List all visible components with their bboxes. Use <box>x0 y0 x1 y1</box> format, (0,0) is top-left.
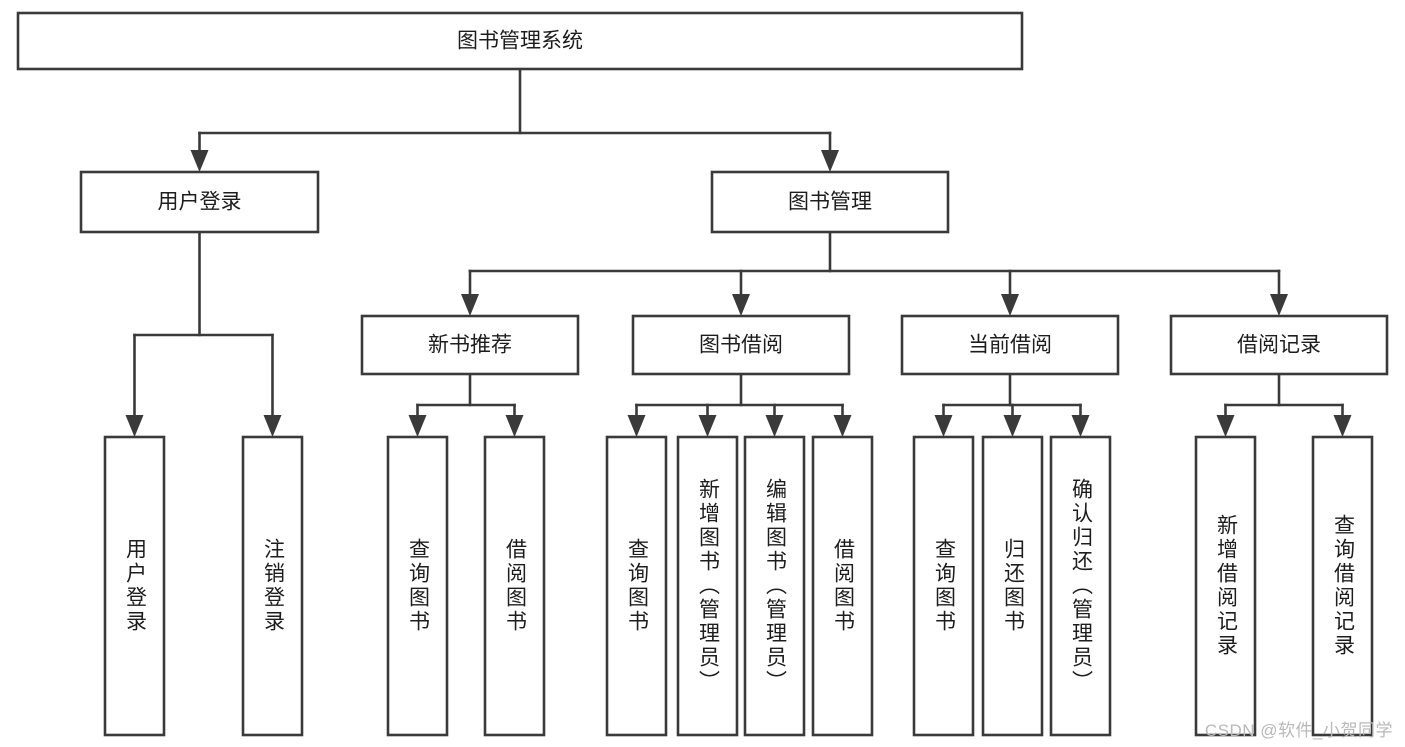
node-box-edit-book-admin[interactable] <box>743 435 806 737</box>
node-box-add-book-admin[interactable] <box>676 435 739 737</box>
node-label-borrow-record: 借阅记录 <box>1237 334 1321 357</box>
node-box-book-manage[interactable] <box>710 170 950 234</box>
node-box-new-book-recommend[interactable] <box>360 314 580 376</box>
node-box-confirm-return-admin[interactable] <box>1049 435 1112 737</box>
arrow-head-icon <box>698 415 717 437</box>
node-box-query-book-3[interactable] <box>912 435 975 737</box>
arrow-head-icon <box>833 415 852 437</box>
node-box-user-login[interactable] <box>79 170 320 234</box>
node-label-root: 图书管理系统 <box>457 30 583 53</box>
arrow-head-icon <box>1270 294 1288 316</box>
node-box-current-borrow[interactable] <box>900 314 1120 376</box>
node-box-query-book-2[interactable] <box>605 435 668 737</box>
arrow-head-icon <box>408 415 427 437</box>
node-box-borrow-record[interactable] <box>1169 314 1389 376</box>
node-box-add-borrow-record[interactable] <box>1194 435 1257 737</box>
arrow-head-icon <box>1071 415 1090 437</box>
node-box-return-book[interactable] <box>981 435 1044 737</box>
arrow-head-icon <box>627 415 646 437</box>
node-label-new-book-recommend: 新书推荐 <box>428 334 512 357</box>
boxes-layer <box>16 11 1389 737</box>
node-label-book-borrow: 图书借阅 <box>699 334 783 357</box>
node-box-query-book-1[interactable] <box>386 435 449 737</box>
node-label-user-login: 用户登录 <box>158 191 242 214</box>
arrow-head-icon <box>821 150 839 172</box>
arrow-head-icon <box>1001 294 1019 316</box>
arrow-head-icon <box>125 415 144 437</box>
arrow-head-icon <box>732 294 750 316</box>
node-box-user-logout[interactable] <box>241 435 304 737</box>
arrow-head-icon <box>263 415 282 437</box>
node-box-root[interactable] <box>16 11 1024 71</box>
arrow-head-icon <box>505 415 524 437</box>
node-box-query-borrow-record[interactable] <box>1311 435 1374 737</box>
arrow-head-icon <box>1003 415 1022 437</box>
arrow-head-icon <box>765 415 784 437</box>
arrow-head-icon <box>934 415 953 437</box>
arrow-head-icon <box>1333 415 1352 437</box>
connectors-layer <box>125 67 1352 437</box>
node-label-current-borrow: 当前借阅 <box>968 334 1052 357</box>
node-box-borrow-book-1[interactable] <box>483 435 546 737</box>
arrow-head-icon <box>461 294 479 316</box>
watermark-text: CSDN @软件_小贺同学 <box>1204 721 1393 740</box>
node-label-book-manage: 图书管理 <box>788 191 872 214</box>
node-box-user-login-do[interactable] <box>103 435 166 737</box>
node-box-book-borrow[interactable] <box>631 314 851 376</box>
node-box-borrow-book-2[interactable] <box>811 435 874 737</box>
arrow-head-icon <box>1216 415 1235 437</box>
arrow-head-icon <box>190 150 209 172</box>
